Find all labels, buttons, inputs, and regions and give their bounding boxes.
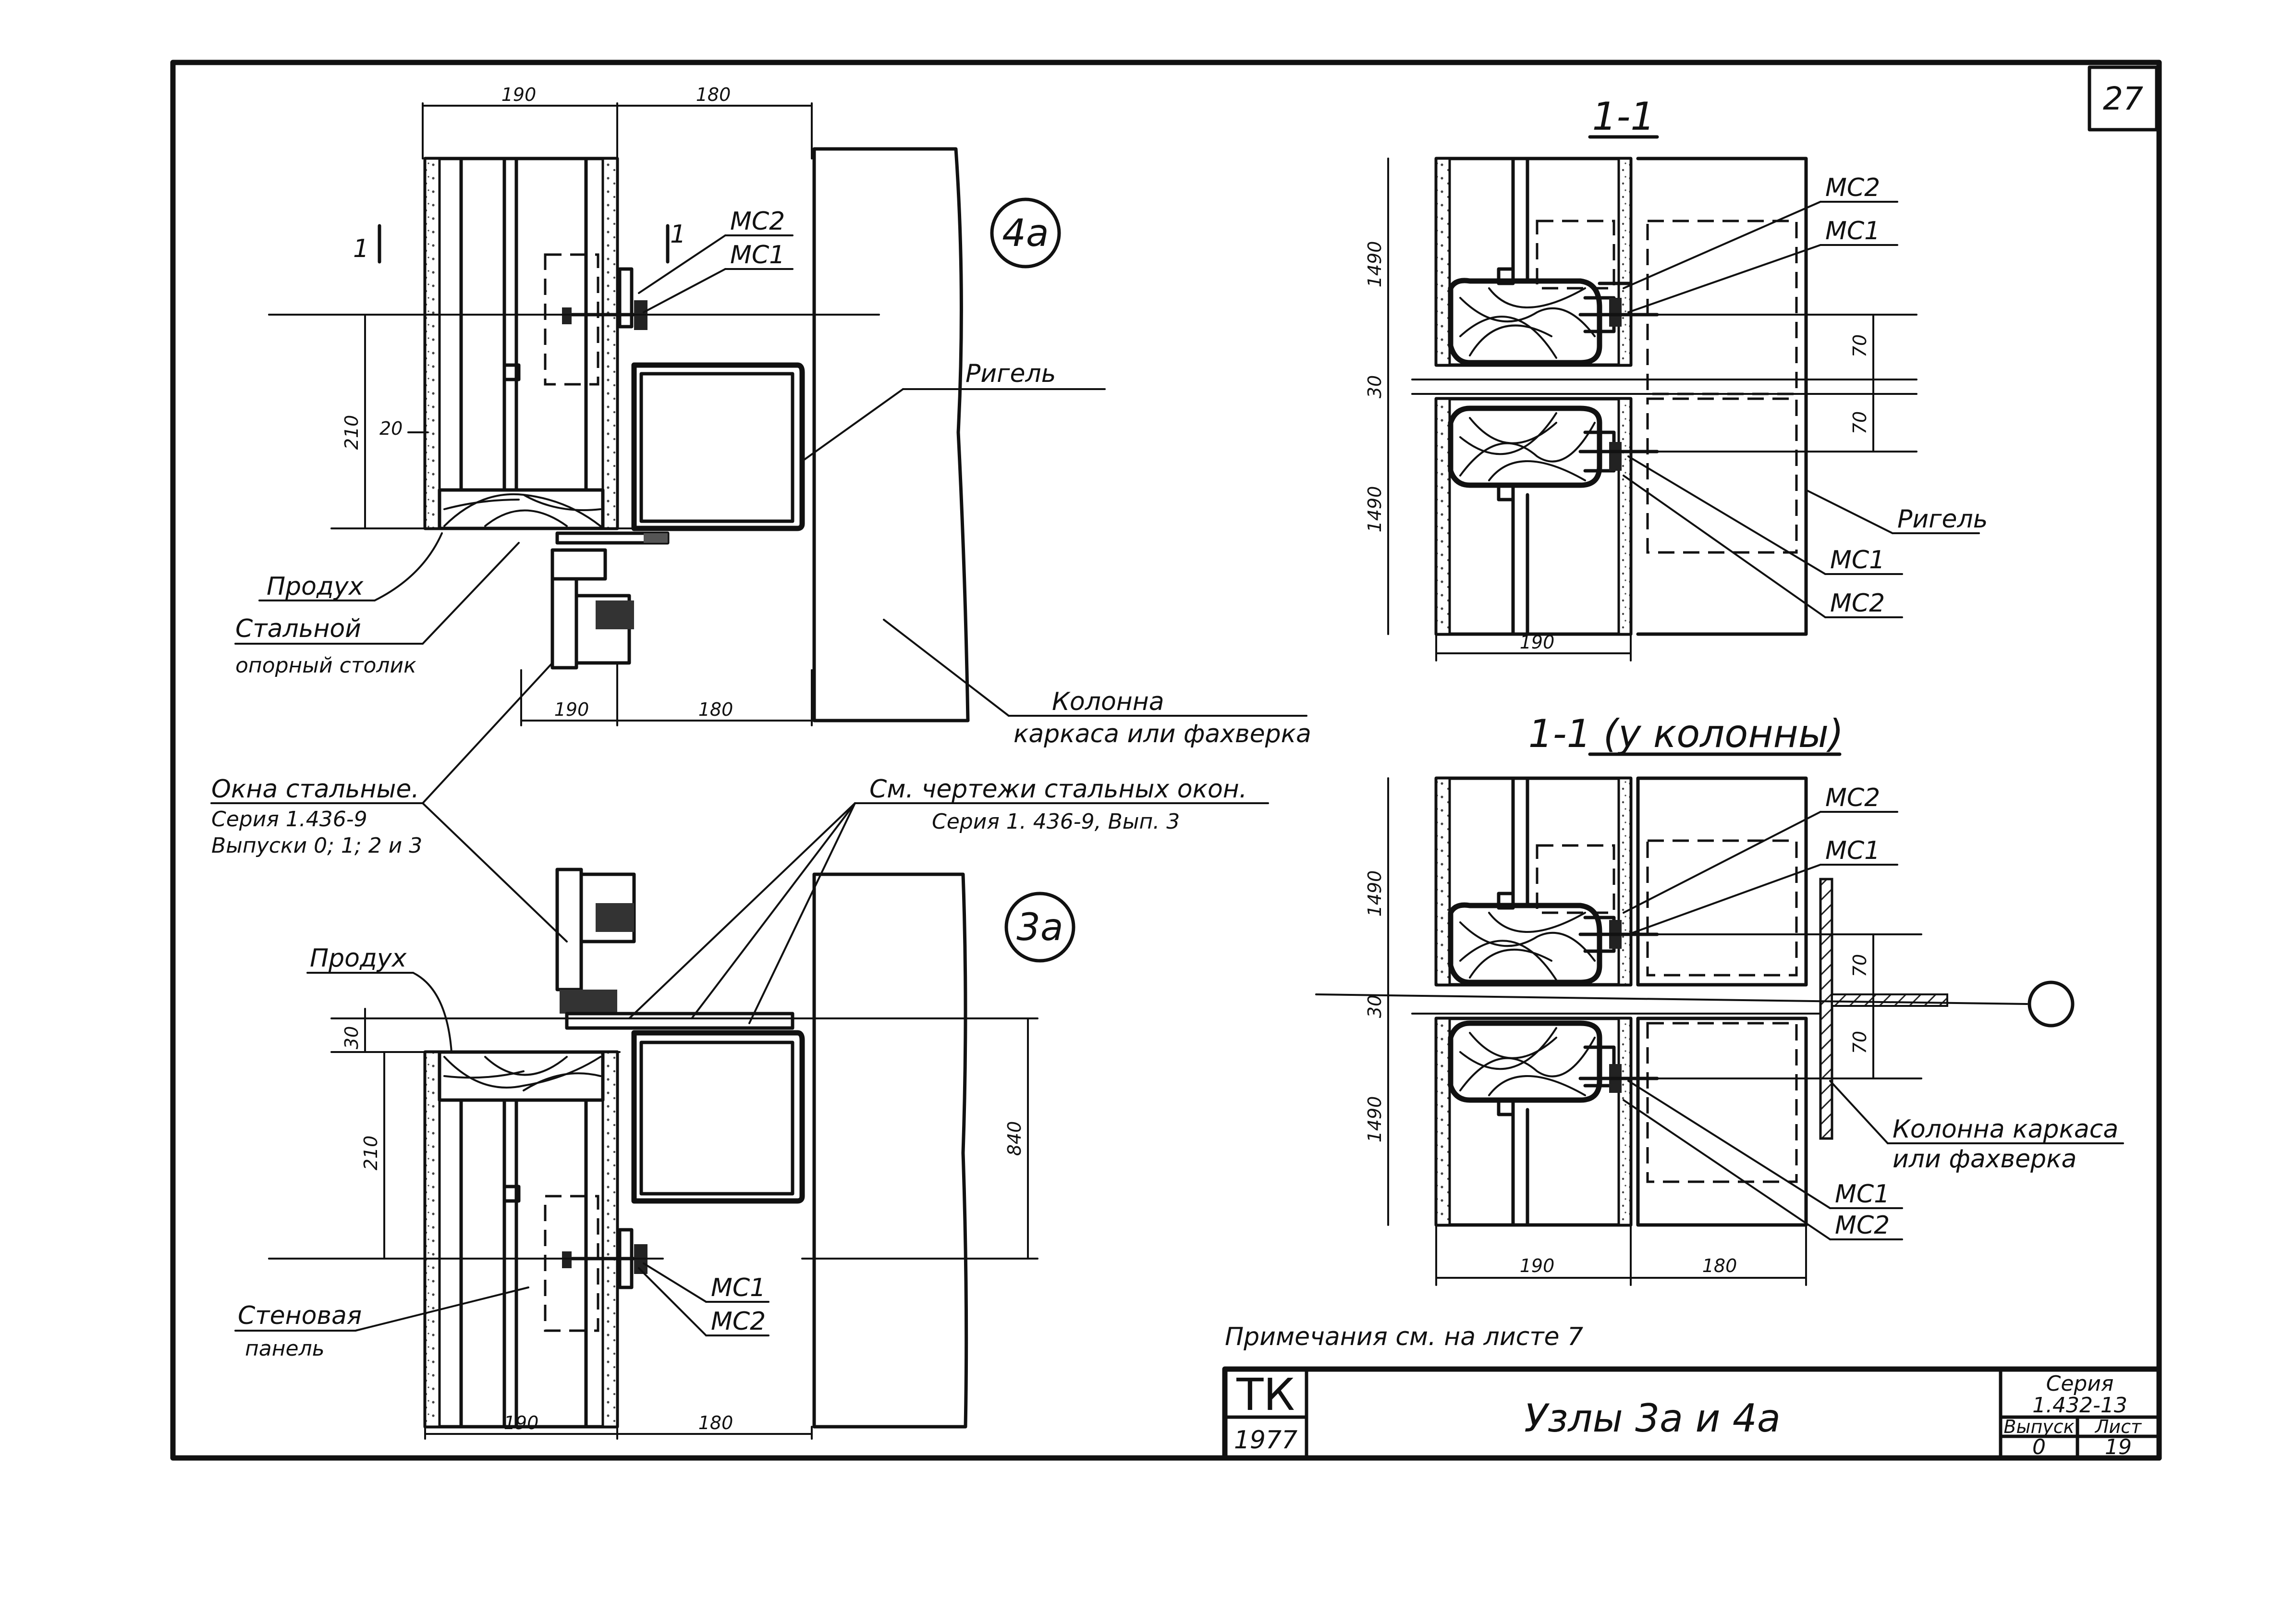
label-3a-mc2: МС2 xyxy=(711,1307,766,1336)
label-s1-mc2-top: МС2 xyxy=(1825,173,1880,202)
title-org: ТК xyxy=(1236,1369,1295,1420)
dim-s1-gap: 30 xyxy=(1364,375,1385,398)
windows-note-line1: Окна стальные. xyxy=(211,775,419,804)
label-4a-produkh: Продух xyxy=(267,572,364,601)
dim-4a-vertical: 210 xyxy=(341,415,362,450)
windows-note: Окна стальные. Серия 1.436-9 Выпуски 0; … xyxy=(210,662,568,943)
label-s1-mc2-bot: МС2 xyxy=(1830,589,1885,618)
dim-4a-top-right: 180 xyxy=(696,84,731,105)
sheet-number: 27 xyxy=(2103,80,2143,117)
title-page-label: Лист xyxy=(2094,1416,2142,1437)
node-3a: 30 210 840 190 180 3а Продух МС1 МС2 Сте… xyxy=(234,868,1075,1440)
badge-4a: 4а xyxy=(1002,212,1049,255)
label-3a-stenovaya: Стеновая xyxy=(238,1301,362,1330)
see-drawings-line2: Серия 1. 436-9, Вып. 3 xyxy=(932,809,1180,834)
dim-s2-gap: 30 xyxy=(1364,995,1385,1018)
label-3a-produkh: Продух xyxy=(310,944,407,973)
title-main: Узлы 3а и 4а xyxy=(1524,1396,1781,1441)
title-page-value: 19 xyxy=(2105,1435,2132,1459)
dim-s2-lower: 1490 xyxy=(1364,1096,1385,1143)
sheet-frame: 27 xyxy=(170,60,2162,1461)
label-4a-mc1: МС1 xyxy=(730,241,785,269)
label-3a-panel: панель xyxy=(245,1336,325,1361)
dim-4a-top-left: 190 xyxy=(501,84,537,105)
label-s1-mc1-bot: МС1 xyxy=(1830,546,1885,575)
see-drawings-line1: См. чертежи стальных окон. xyxy=(869,775,1247,804)
windows-note-line2: Серия 1.436-9 xyxy=(211,807,367,832)
dim-s2-bottom-right: 180 xyxy=(1702,1255,1737,1276)
dim-s1-bottom: 190 xyxy=(1520,632,1555,653)
sheet-note: Примечания см. на листе 7 xyxy=(1225,1322,1583,1351)
label-4a-mc2: МС2 xyxy=(730,207,785,236)
title-series-label: Серия xyxy=(2046,1371,2114,1396)
dim-s1-r1: 70 xyxy=(1849,334,1870,357)
label-s2-fakh: или фахверка xyxy=(1893,1145,2076,1174)
label-s2-kolonna: Колонна каркаса xyxy=(1893,1115,2118,1144)
section-1-1: 1-1 xyxy=(1364,94,1988,661)
dim-4a-bottom-left: 190 xyxy=(554,699,589,720)
see-drawings-note: См. чертежи стальных окон. Серия 1. 436-… xyxy=(628,775,1269,1024)
section-1-1-title: 1-1 xyxy=(1592,94,1655,139)
label-4a-rigel: Ригель xyxy=(965,359,1056,388)
dim-4a-gap: 20 xyxy=(379,418,403,439)
section-1-1-column: 1-1 (у колонны) xyxy=(1315,711,2124,1286)
dim-s1-lower: 1490 xyxy=(1364,486,1385,533)
label-4a-kolonna: Колонна xyxy=(1052,687,1164,716)
dim-s2-r1: 70 xyxy=(1849,954,1870,977)
dim-3a-right-vertical: 840 xyxy=(1004,1121,1025,1156)
badge-3a: 3а xyxy=(1016,906,1063,949)
label-s1-mc1-top: МС1 xyxy=(1825,217,1880,245)
dim-s1-r2: 70 xyxy=(1849,411,1870,434)
label-3a-mc1: МС1 xyxy=(711,1273,766,1302)
label-s2-mc2-top: МС2 xyxy=(1825,784,1880,812)
label-s2-mc2-bot: МС2 xyxy=(1835,1211,1890,1240)
dim-3a-gap: 30 xyxy=(341,1026,362,1049)
label-4a-opornyy: опорный столик xyxy=(235,653,416,678)
dim-s2-bottom-left: 190 xyxy=(1520,1255,1555,1276)
title-block: ТК 1977 Узлы 3а и 4а Серия 1.432-13 Выпу… xyxy=(1222,1366,2162,1461)
title-series-value: 1.432-13 xyxy=(2032,1393,2127,1418)
node-4a: 190 180 210 xyxy=(234,84,1311,748)
dim-4a-bottom-right: 180 xyxy=(698,699,733,720)
dim-3a-bottom-right: 180 xyxy=(698,1412,733,1433)
label-s2-mc1-bot: МС1 xyxy=(1835,1180,1890,1209)
title-year: 1977 xyxy=(1234,1426,1297,1455)
section-mark-left: 1 xyxy=(353,234,369,263)
section-1-1-col-title: 1-1 (у колонны) xyxy=(1528,711,1844,756)
dim-s2-upper: 1490 xyxy=(1364,870,1385,917)
dim-s1-upper: 1490 xyxy=(1364,241,1385,288)
title-issue-value: 0 xyxy=(2032,1435,2046,1459)
dim-3a-bottom-left: 190 xyxy=(504,1412,539,1433)
windows-note-line3: Выпуски 0; 1; 2 и 3 xyxy=(211,833,422,858)
dim-s2-r2: 70 xyxy=(1849,1031,1870,1054)
label-s1-rigel: Ригель xyxy=(1897,505,1988,534)
label-s2-mc1-top: МС1 xyxy=(1825,836,1880,865)
section-mark-right: 1 xyxy=(670,220,686,249)
label-4a-stalnoy: Стальной xyxy=(235,614,361,643)
title-issue-label: Выпуск xyxy=(2003,1416,2074,1437)
dim-3a-vertical: 210 xyxy=(360,1136,381,1171)
label-4a-karkasa: каркаса или фахверка xyxy=(1014,720,1311,748)
